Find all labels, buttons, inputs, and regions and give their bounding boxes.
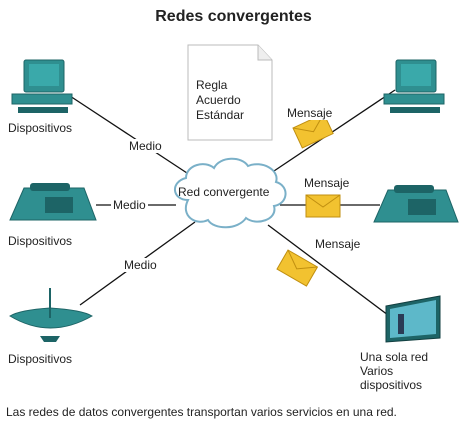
mensaje-label: Mensaje (302, 176, 352, 190)
envelope-icon (276, 249, 319, 287)
document-text: Regla Acuerdo Estándar (196, 78, 244, 123)
telephone-icon (9, 183, 97, 221)
document-line: Regla (196, 78, 228, 92)
mensaje-label: Mensaje (285, 106, 335, 120)
left-device-label: Dispositivos (8, 121, 73, 135)
medio-label: Medio (127, 139, 164, 153)
medio-label: Medio (111, 198, 148, 212)
document-line: Estándar (196, 108, 245, 122)
document-icon (187, 44, 273, 141)
left-device-label: Dispositivos (8, 234, 73, 248)
cloud-icon (174, 157, 287, 229)
right-device-label-line: Una sola red (360, 350, 429, 364)
television-icon (385, 295, 441, 343)
desktop-computer-icon (11, 59, 73, 113)
diagram-caption: Las redes de datos convergentes transpor… (6, 405, 397, 419)
right-device-label-line: dispositivos (360, 378, 423, 392)
right-device-label-line: Varios (360, 364, 394, 378)
envelope-icon (305, 194, 341, 218)
cloud-label: Red convergente (178, 185, 270, 199)
telephone-icon (373, 185, 459, 223)
document-line: Acuerdo (196, 93, 241, 107)
satellite-dish-icon (9, 288, 93, 342)
link-line-computer-left (69, 95, 191, 176)
medio-label: Medio (122, 258, 159, 272)
link-line-tv-right (267, 224, 393, 319)
left-device-label: Dispositivos (8, 352, 73, 366)
diagram-title: Redes convergentes (155, 8, 312, 25)
desktop-computer-icon (383, 59, 445, 113)
mensaje-label: Mensaje (313, 237, 363, 251)
